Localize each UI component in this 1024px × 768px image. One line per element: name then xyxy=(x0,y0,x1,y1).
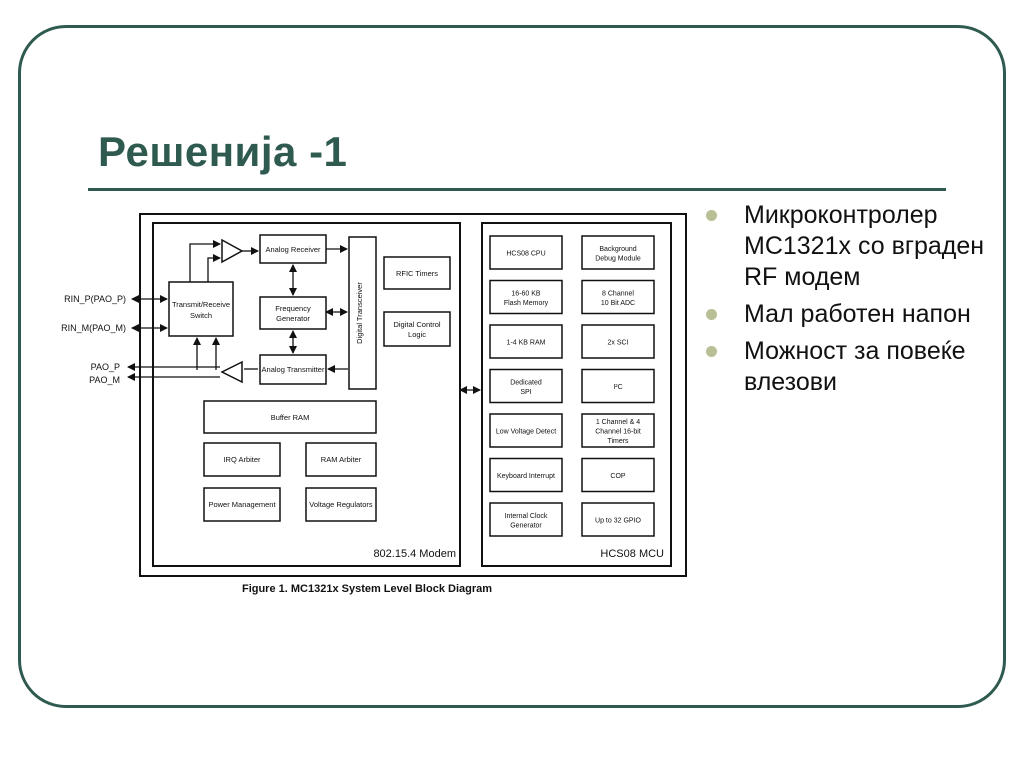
mcu-block-label: Timers xyxy=(607,438,629,445)
frequency-generator-label-1: Frequency xyxy=(275,304,311,313)
mcu-block-label: Generator xyxy=(510,522,542,529)
irq-arbiter-block xyxy=(203,442,281,477)
modem-region-label: 802.15.4 Modem xyxy=(373,548,456,560)
mcu-block-label: Keyboard Interrupt xyxy=(497,473,555,480)
ram-arbiter-block xyxy=(305,442,377,477)
mcu-region xyxy=(481,222,672,567)
power-management-block xyxy=(203,487,281,522)
modem-region xyxy=(152,222,461,567)
mcu-block-label: Background xyxy=(599,246,636,253)
mcu-block xyxy=(489,324,563,359)
mcu-block-label: 1 Channel & 4 xyxy=(596,419,640,426)
mcu-region-label: HCS08 MCU xyxy=(600,548,664,560)
mcu-block-label: 1-4 KB RAM xyxy=(507,340,546,347)
buffer-ram-label: Buffer RAM xyxy=(271,413,310,422)
mcu-block xyxy=(489,413,563,448)
mcu-block xyxy=(489,368,563,404)
frequency-generator-label-2: Generator xyxy=(276,314,310,323)
receive-amplifier-icon xyxy=(221,238,244,264)
mcu-block xyxy=(581,279,655,315)
mcu-block-label: HCS08 CPU xyxy=(506,251,545,258)
pin-label: RIN_M(PAO_M) xyxy=(61,323,126,333)
digital-control-logic-label-1: Digital Control xyxy=(393,320,440,329)
mcu-block-label: 10 Bit ADC xyxy=(601,300,635,307)
rfic-timers-label: RFIC Timers xyxy=(396,269,438,278)
bullet-dot-icon xyxy=(706,210,717,221)
mcu-block-label: SPI xyxy=(520,389,531,396)
bullet-dot-icon xyxy=(706,309,717,320)
power-management-label: Power Management xyxy=(208,500,276,509)
mcu-block-label: Internal Clock xyxy=(505,513,548,520)
transmit-amplifier-icon xyxy=(220,360,243,384)
mcu-block-label: Debug Module xyxy=(595,255,641,262)
mcu-block xyxy=(489,279,563,315)
mcu-block xyxy=(489,457,563,493)
mcu-block-label: 16-60 KB xyxy=(511,290,541,297)
pin-label: PAO_P xyxy=(91,362,120,372)
mcu-block-label: Up to 32 GPIO xyxy=(595,518,641,525)
bullet-item: Мал работен напон xyxy=(706,299,1006,330)
digital-transceiver-block xyxy=(348,236,377,390)
mcu-block-label: Low Voltage Detect xyxy=(496,429,556,436)
mcu-block-label: COP xyxy=(610,473,626,480)
analog-transmitter-block xyxy=(259,354,327,385)
bullet-dot-icon xyxy=(706,346,717,357)
switch-block xyxy=(168,281,234,337)
figure-caption: Figure 1. MC1321x System Level Block Dia… xyxy=(242,583,492,595)
rfic-timers-block xyxy=(383,256,451,290)
mcu-block-label: 2x SCI xyxy=(607,340,628,347)
bullet-item: Микроконтролер MC1321x со вграден RF мод… xyxy=(706,200,1006,293)
irq-arbiter-label: IRQ Arbiter xyxy=(223,455,261,464)
pin-label: RIN_P(PAO_P) xyxy=(64,294,126,304)
switch-label-1: Transmit/Receive xyxy=(172,300,230,309)
mcu-block xyxy=(489,502,563,537)
slide-title: Решенија -1 xyxy=(98,128,348,175)
mcu-block xyxy=(489,235,563,270)
mcu-block-label: I²C xyxy=(613,384,622,391)
mcu-block-label: Channel 16-bit xyxy=(595,429,641,436)
slide-frame xyxy=(18,25,1006,708)
mcu-block xyxy=(581,413,655,448)
analog-transmitter-label: Analog Transmitter xyxy=(262,365,325,374)
mcu-block xyxy=(581,457,655,493)
digital-control-logic-block xyxy=(383,311,451,347)
mcu-block xyxy=(581,368,655,404)
mcu-block-label: Dedicated xyxy=(510,379,542,386)
pin-label: PAO_M xyxy=(89,375,120,385)
title-divider xyxy=(88,188,946,191)
mcu-block xyxy=(581,324,655,359)
digital-transceiver-label: Digital Transceiver xyxy=(355,282,364,344)
voltage-regulators-block xyxy=(305,487,377,522)
buffer-ram-block xyxy=(203,400,377,434)
digital-control-logic-label-2: Logic xyxy=(408,330,426,339)
bullet-item: Можност за повеќе влезови xyxy=(706,336,1006,398)
bullet-list: Микроконтролер MC1321x со вграден RF мод… xyxy=(706,200,1006,404)
analog-receiver-label: Analog Receiver xyxy=(265,245,321,254)
switch-label-2: Switch xyxy=(190,311,212,320)
voltage-regulators-label: Voltage Regulators xyxy=(309,500,373,509)
mcu-block xyxy=(581,502,655,537)
mcu-block-label: 8 Channel xyxy=(602,290,634,297)
mcu-block-label: Flash Memory xyxy=(504,300,549,307)
ram-arbiter-label: RAM Arbiter xyxy=(321,455,362,464)
analog-receiver-block xyxy=(259,234,327,264)
frequency-generator-block xyxy=(259,296,327,330)
mcu-block xyxy=(581,235,655,270)
